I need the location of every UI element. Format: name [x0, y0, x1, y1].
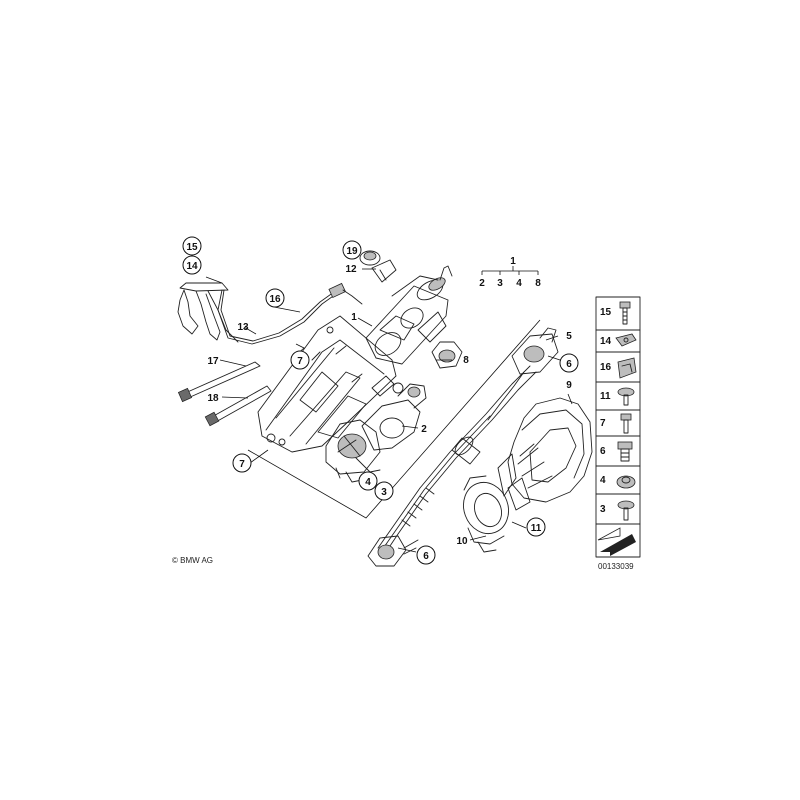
legend-label-3: 3 — [600, 504, 606, 515]
legend-label-6: 6 — [600, 446, 606, 457]
group-parent-label: 1 — [510, 256, 516, 267]
callout-3: 3 — [381, 487, 387, 498]
legend-label-15: 15 — [600, 307, 612, 318]
callout-1: 1 — [351, 312, 357, 323]
callout-17: 17 — [207, 356, 219, 367]
steering-column-assembly — [257, 250, 463, 483]
nut-6-icon — [617, 441, 633, 462]
bolt-7-icon — [620, 413, 632, 434]
callout-19: 19 — [346, 246, 358, 257]
bolt-15-icon — [619, 301, 631, 325]
wiring-harness — [177, 282, 363, 427]
callouts: 15 14 16 13 17 18 7 7 19 12 1 8 2 4 3 5 … — [182, 236, 579, 565]
assembly-frame-line — [247, 319, 541, 519]
legend-frame — [595, 296, 641, 558]
callout-7-upper: 7 — [297, 356, 303, 367]
group-header: 1 2 3 4 8 — [479, 256, 541, 289]
legend-label-11: 11 — [600, 391, 611, 402]
callout-6-upper: 6 — [566, 359, 572, 370]
callout-6-lower: 6 — [423, 551, 429, 562]
legend-label-4: 4 — [600, 475, 606, 486]
screw-3-icon — [617, 500, 635, 521]
screw-11-icon — [617, 387, 635, 406]
callout-10: 10 — [456, 536, 468, 547]
callout-5: 5 — [566, 331, 572, 342]
intermediate-shaft — [367, 327, 559, 567]
clip-nut-14-icon — [615, 333, 637, 347]
legend-label-16: 16 — [600, 362, 612, 373]
fastener-legend: 15 14 16 11 7 6 — [595, 296, 641, 558]
callout-2: 2 — [421, 424, 427, 435]
callout-15: 15 — [186, 242, 198, 253]
callout-8: 8 — [463, 355, 469, 366]
orientation-arrow-icon — [597, 527, 636, 556]
callout-12: 12 — [345, 264, 357, 275]
callout-18: 18 — [207, 393, 219, 404]
leader-lines — [205, 266, 573, 553]
callout-7-lower: 7 — [239, 459, 245, 470]
washer-4-icon — [616, 475, 636, 489]
callout-4: 4 — [365, 477, 371, 488]
callout-11: 11 — [531, 523, 542, 534]
copyright-text: © BMW AG — [172, 556, 213, 565]
legend-label-14: 14 — [600, 336, 612, 347]
callout-14: 14 — [186, 261, 198, 272]
callout-16: 16 — [269, 294, 281, 305]
group-child-label: 3 — [497, 278, 503, 289]
legend-label-7: 7 — [600, 418, 606, 429]
steering-boot — [463, 397, 593, 553]
callout-9: 9 — [566, 380, 572, 391]
group-child-label: 8 — [535, 278, 541, 289]
group-child-label: 4 — [516, 278, 522, 289]
callout-13: 13 — [237, 322, 249, 333]
clip-16-icon — [617, 357, 637, 379]
drawing-number: 00133039 — [598, 562, 634, 571]
group-child-label: 2 — [479, 278, 485, 289]
